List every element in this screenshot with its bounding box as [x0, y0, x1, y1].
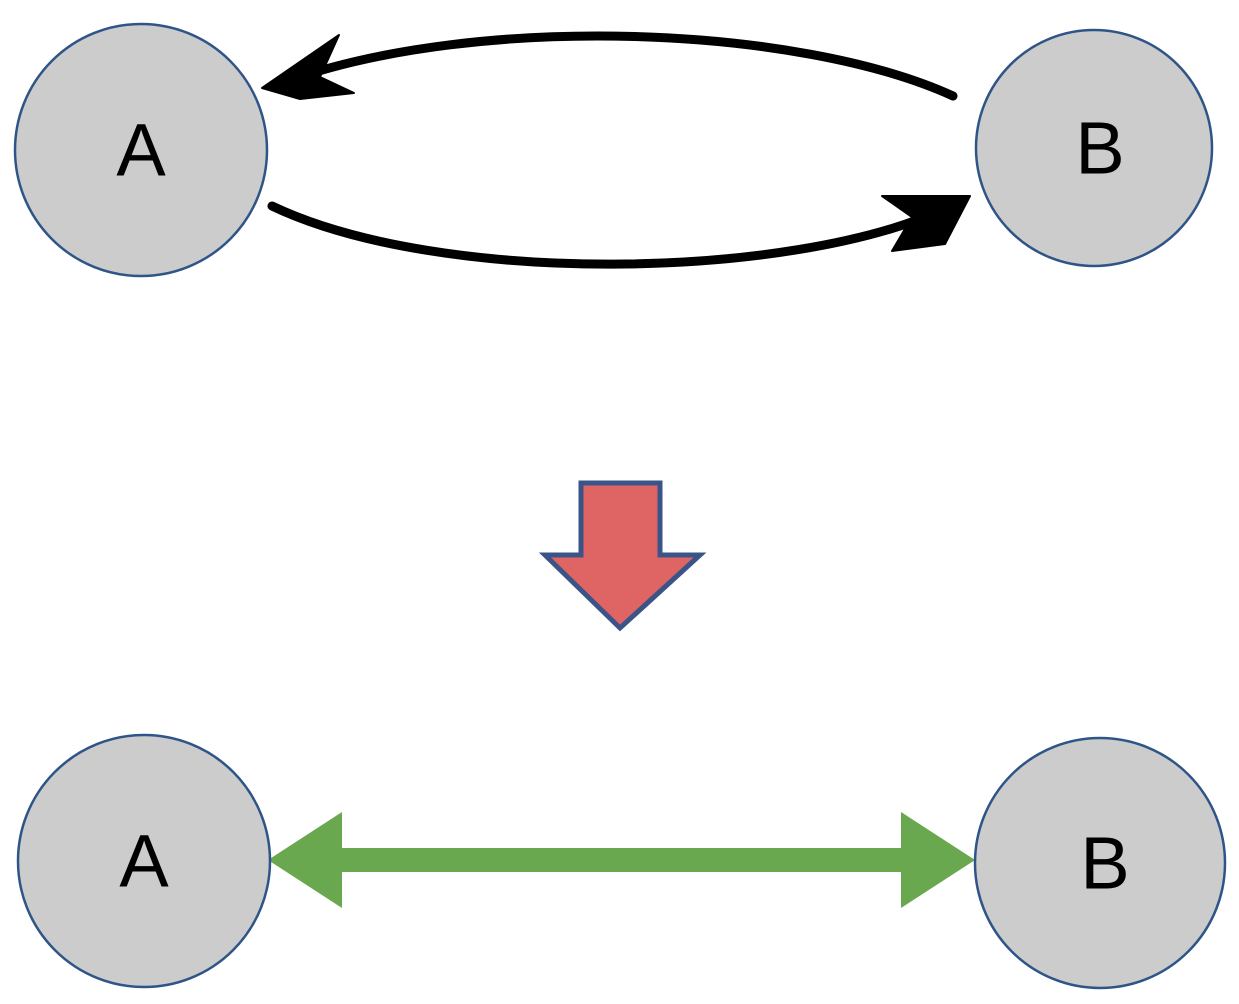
curved-edge-b-to-a-path — [280, 31, 958, 101]
arrowhead-icon-to-a — [261, 34, 355, 100]
node-a-top[interactable]: A — [13, 22, 269, 278]
node-b-bottom[interactable]: B — [973, 736, 1227, 990]
arrowhead-icon-right-green — [901, 812, 975, 908]
bidirectional-edge-shaft — [330, 848, 910, 872]
curved-edge-a-to-b-path — [267, 201, 949, 269]
node-b-top[interactable]: B — [974, 28, 1214, 268]
node-a-bottom[interactable]: A — [16, 733, 272, 989]
node-a-bottom-circle — [16, 733, 272, 989]
downward-transform-arrow-shape — [538, 480, 707, 632]
arrowhead-icon-to-b — [881, 195, 971, 252]
curved-edge-a-to-b[interactable] — [267, 195, 971, 269]
downward-transform-arrow[interactable] — [538, 480, 707, 632]
bidirectional-edge-a-b[interactable] — [268, 812, 975, 908]
after-panel: A B — [16, 733, 1227, 990]
node-a-top-circle — [13, 22, 269, 278]
node-b-top-circle — [974, 28, 1214, 268]
before-panel: A B — [13, 22, 1214, 278]
arrowhead-icon-left-green — [268, 812, 342, 908]
node-b-bottom-circle — [973, 736, 1227, 990]
curved-edge-b-to-a[interactable] — [261, 31, 958, 101]
